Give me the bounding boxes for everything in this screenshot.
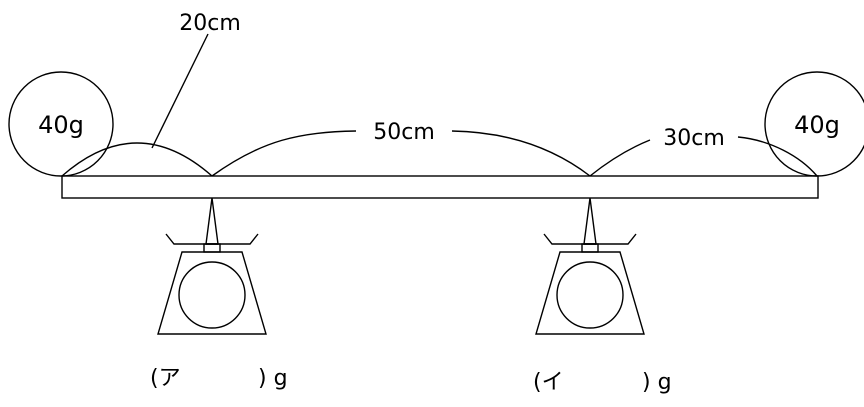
dimension-50cm: 50cm xyxy=(373,120,435,145)
left-scale-pointer xyxy=(205,197,219,245)
right-weight-label: 40g xyxy=(794,111,840,139)
plank xyxy=(61,175,819,199)
dimension-20cm: 20cm xyxy=(179,11,241,36)
answer-b-prefix: (イ xyxy=(533,370,564,395)
arc-50cm-right xyxy=(451,130,591,177)
right-scale-pointer xyxy=(583,197,597,245)
left-scale xyxy=(157,197,267,335)
left-scale-body xyxy=(157,251,267,335)
answer-a-suffix: ) g xyxy=(258,366,288,391)
left-scale-tray xyxy=(165,233,259,245)
answer-b-suffix: ) g xyxy=(642,370,672,395)
arc-30cm-left xyxy=(589,139,651,177)
left-scale-dial xyxy=(178,261,246,329)
left-weight-label: 40g xyxy=(38,111,84,139)
right-scale-tray xyxy=(543,233,637,245)
right-scale-body xyxy=(535,251,645,335)
leader-20cm xyxy=(151,33,209,149)
dimension-30cm: 30cm xyxy=(663,126,725,151)
arc-30cm-right xyxy=(737,136,818,177)
left-weight-circle xyxy=(8,71,114,177)
right-scale-neck xyxy=(581,243,599,253)
arc-20cm xyxy=(61,142,213,177)
arc-50cm-left xyxy=(211,130,357,177)
answer-a-prefix: (ア xyxy=(150,366,181,391)
left-scale-neck xyxy=(203,243,221,253)
right-scale xyxy=(535,197,645,335)
right-scale-dial xyxy=(556,261,624,329)
